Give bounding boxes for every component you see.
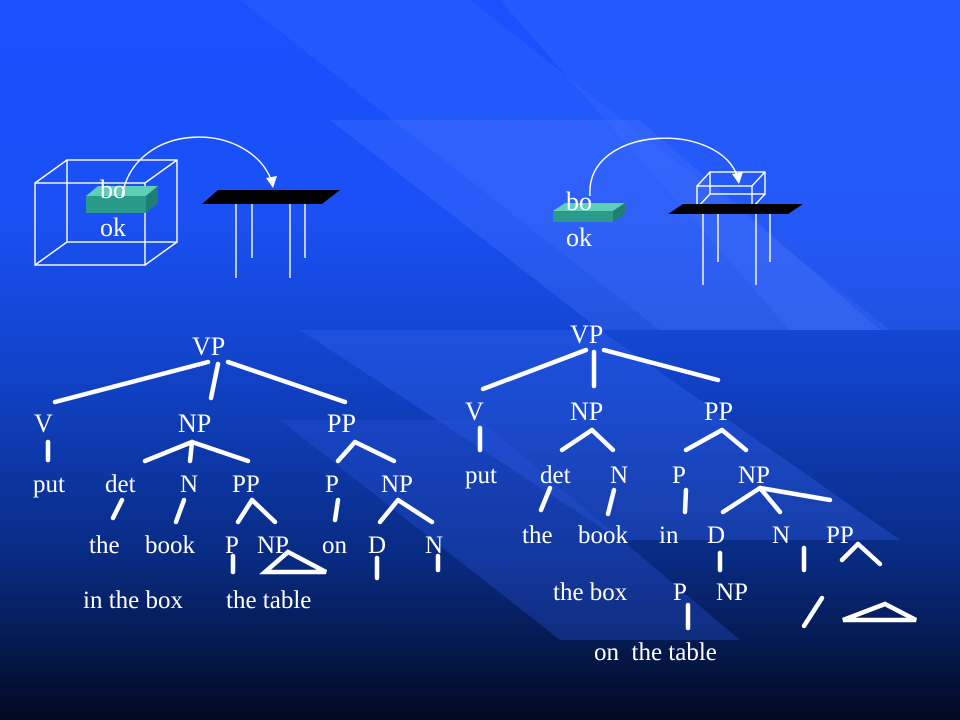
left-illustration: bo ok [34,136,340,278]
right-leaf-book: book [578,522,629,549]
right-arrow-head-icon [732,172,743,184]
left-leaf-the-table: the table [226,587,311,614]
left-node-np2: NP [381,471,413,498]
left-box-icon [34,159,178,266]
left-triangle-icon [258,549,328,575]
left-node-d: D [368,532,386,559]
left-node-det: det [105,471,136,498]
right-illustration: bo ok [553,137,803,285]
right-node-d: D [707,522,725,549]
right-leaf-put: put [465,462,497,489]
background-bands [240,0,960,640]
right-node-v: V [465,397,484,426]
left-parse-tree: VP V NP PP put det N PP P NP the book P … [33,332,443,614]
right-node-np: NP [570,397,603,426]
right-leaf-the-box: the box [553,579,628,606]
left-leaf-in-the-box: in the box [83,587,183,614]
left-table-icon [202,190,340,278]
right-book-label-2: ok [566,223,592,252]
right-node-vp: VP [570,320,603,349]
left-node-pp2: PP [232,471,260,498]
right-node-n: N [610,462,628,489]
right-leaf-on-the-table: on the table [594,639,717,666]
right-node-pp2: PP [826,522,854,549]
left-node-p: P [325,471,339,498]
left-node-pp: PP [327,409,356,438]
right-move-arrow [589,137,739,197]
right-leaf-in: in [659,522,679,549]
left-book-label-2: ok [100,213,126,242]
left-node-v: V [34,409,53,438]
left-book-label-1: bo [100,175,126,204]
left-book-icon [86,186,158,213]
right-book-label-1: bo [566,187,592,216]
right-node-np3: NP [716,579,748,606]
right-node-p: P [672,462,686,489]
right-book-icon [553,203,625,222]
right-triangle-icon [842,601,918,623]
right-node-p2: P [673,579,687,606]
left-node-p2: P [225,532,239,559]
right-leaf-the: the [522,522,553,549]
left-node-n2: N [425,532,443,559]
right-node-det: det [540,462,571,489]
left-leaf-book: book [145,532,196,559]
right-node-np2: NP [738,462,770,489]
left-arrow-head-icon [266,176,277,188]
left-node-vp: VP [192,332,225,361]
left-node-n: N [180,471,198,498]
right-node-pp: PP [704,397,733,426]
left-leaf-put: put [33,471,65,498]
right-node-n2: N [772,522,790,549]
left-leaf-the: the [89,532,120,559]
left-node-np: NP [178,409,211,438]
left-move-arrow [121,136,273,197]
left-leaf-on: on [322,532,348,559]
right-table-icon [668,204,803,285]
right-parse-tree: VP V NP PP put det N P NP the book in D … [465,320,918,666]
